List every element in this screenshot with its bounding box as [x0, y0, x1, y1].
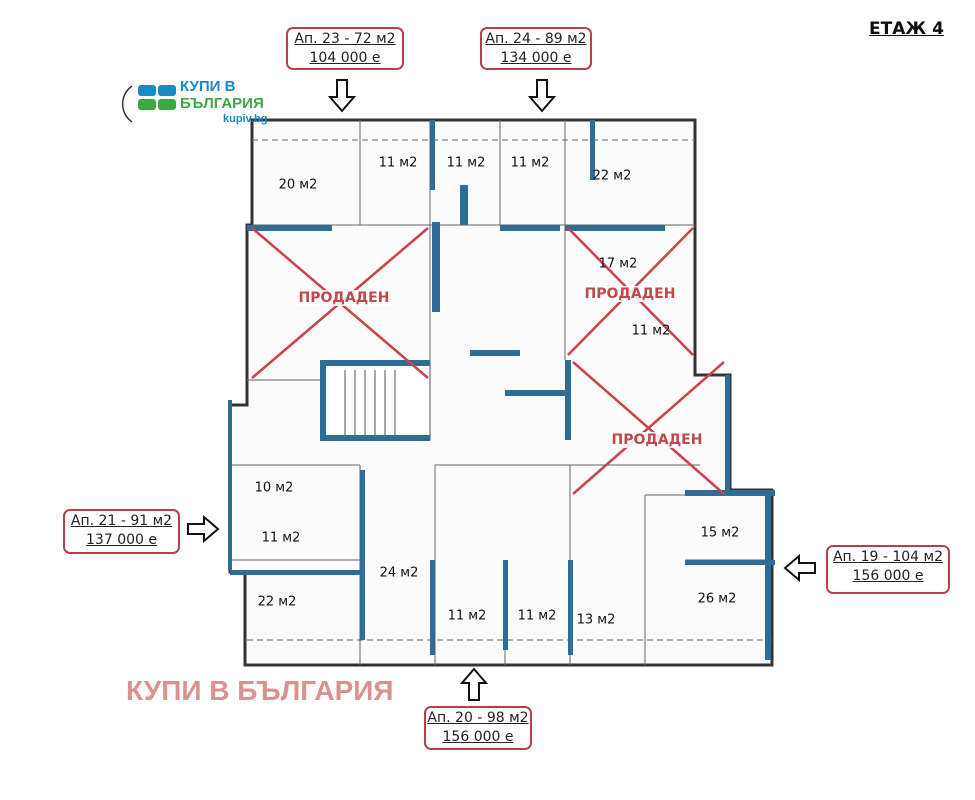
room-area: 24 м2 — [379, 565, 419, 581]
room-area: 11 м2 — [517, 608, 557, 624]
apartment-price: 137 000 е — [86, 532, 157, 548]
apartment-callout-24[interactable]: Ап. 24 - 89 м2 134 000 е — [480, 27, 592, 70]
structural-walls — [228, 120, 775, 660]
apartment-title: Ап. 19 - 104 м2 — [832, 549, 944, 565]
sold-label: ПРОДАДЕН — [582, 286, 678, 302]
apartment-title: Ап. 24 - 89 м2 — [485, 31, 587, 47]
room-area: 22 м2 — [592, 168, 632, 184]
apartment-title: Ап. 23 - 72 м2 — [294, 31, 396, 47]
arrow-up-icon — [459, 667, 489, 701]
room-area: 17 м2 — [598, 256, 638, 272]
watermark: КУПИ В БЪЛГАРИЯ — [126, 675, 394, 706]
logo-line1: КУПИ В — [180, 78, 236, 95]
room-area: 26 м2 — [697, 591, 737, 607]
apartment-title: Ап. 21 - 91 м2 — [70, 513, 173, 529]
arrow-down-icon — [327, 79, 357, 113]
sold-label: ПРОДАДЕН — [296, 290, 392, 306]
room-area: 11 м2 — [378, 155, 418, 171]
room-area: 11 м2 — [446, 155, 486, 171]
arrow-right-icon — [187, 514, 220, 544]
apartment-price: 156 000 е — [852, 568, 924, 584]
logo-domain: kupiv.bg — [223, 113, 268, 125]
apartment-price: 156 000 е — [442, 729, 514, 745]
room-area: 20 м2 — [278, 177, 318, 193]
apartment-price: 134 000 е — [500, 50, 572, 66]
logo-line2: БЪЛГАРИЯ — [180, 95, 264, 112]
room-area: 11 м2 — [447, 608, 487, 624]
arrows — [187, 79, 816, 701]
apartment-title: Ап. 20 - 98 м2 — [427, 710, 529, 726]
sold-label: ПРОДАДЕН — [609, 432, 705, 448]
room-area: 10 м2 — [254, 480, 294, 496]
logo-mark-icon — [121, 85, 176, 123]
apartment-price: 104 000 е — [309, 50, 381, 66]
room-area: 22 м2 — [257, 594, 297, 610]
apartment-callout-20[interactable]: Ап. 20 - 98 м2 156 000 е — [424, 706, 532, 750]
staircase — [324, 364, 431, 441]
apartment-callout-21[interactable]: Ап. 21 - 91 м2 137 000 е — [63, 509, 180, 554]
logo: КУПИ В БЪЛГАРИЯ kupiv.bg — [120, 78, 267, 130]
room-area: 11 м2 — [261, 530, 301, 546]
arrow-left-icon — [783, 553, 816, 583]
building-outline — [228, 118, 774, 667]
floor-label: ЕТАЖ 4 — [869, 19, 944, 39]
arrow-down-icon — [527, 79, 557, 113]
room-area: 11 м2 — [631, 323, 671, 339]
room-area: 13 м2 — [576, 612, 616, 628]
room-area: 15 м2 — [700, 525, 740, 541]
apartment-callout-23[interactable]: Ап. 23 - 72 м2 104 000 е — [286, 27, 404, 70]
apartment-callout-19[interactable]: Ап. 19 - 104 м2 156 000 е — [826, 545, 950, 594]
room-area: 11 м2 — [510, 155, 550, 171]
